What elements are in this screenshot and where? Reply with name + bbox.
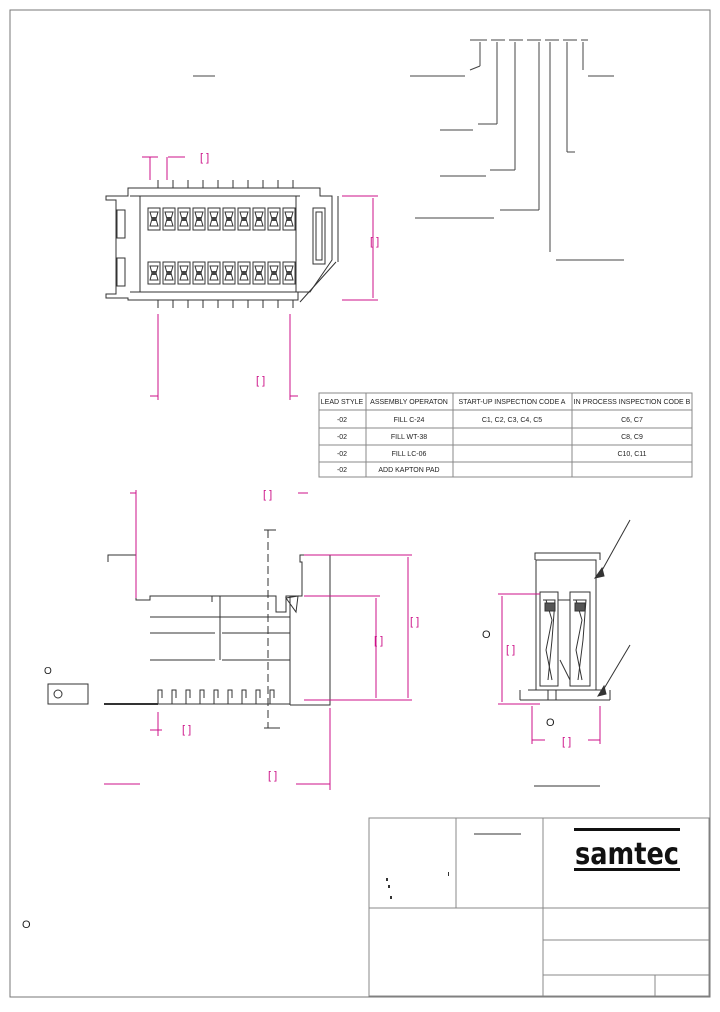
table-cell: FILL WT-38 [391, 434, 427, 441]
contact-cavity [267, 207, 281, 231]
contact-tip [287, 271, 291, 275]
top-width-dimension: [ ] [263, 489, 272, 501]
title-block-notes [386, 872, 449, 899]
right-circle-marker: O [482, 629, 491, 641]
contact-tip [272, 217, 276, 221]
pitch-dimension: [ ] [200, 152, 209, 164]
contact-tip [242, 217, 246, 221]
contact-cavity [207, 207, 221, 231]
bottom-pitch-dimension: [ ] [182, 724, 191, 736]
contact-cavity [162, 207, 176, 231]
contact-row-bottom [147, 261, 296, 285]
table-cell: -02 [337, 467, 347, 474]
part-number-callout [193, 39, 624, 261]
contact-tip [182, 217, 186, 221]
contact-cavity [192, 261, 206, 285]
table-cell: ADD KAPTON PAD [378, 467, 439, 474]
contact-tip [257, 217, 261, 221]
contact-cavity [222, 207, 236, 231]
side-height-dimension: [ ] [410, 616, 419, 628]
sheet-border [9, 9, 711, 998]
table-cell: -02 [337, 434, 347, 441]
contact-tip [212, 271, 216, 275]
contact-tip [197, 217, 201, 221]
table-cell: C10, C11 [617, 451, 646, 458]
width-dimension: [ ] [256, 375, 265, 387]
side-view-pins [157, 689, 275, 704]
inspection-table-text: LEAD STYLE ASSEMBLY OPERATON START-UP IN… [321, 399, 691, 474]
contact-tip [287, 217, 291, 221]
contact-cavity [162, 261, 176, 285]
bottom-circle-marker: O [546, 717, 555, 729]
side-view-dimensions [104, 490, 412, 790]
table-cell: C1, C2, C3, C4, C5 [482, 417, 542, 424]
end-section-view [519, 552, 611, 701]
top-view-dimensions [142, 156, 378, 400]
contact-row-top [147, 207, 296, 231]
contact-cavity [192, 207, 206, 231]
contact-cavity [267, 261, 281, 285]
page-circle-marker: O [22, 919, 31, 931]
table-cell: FILL C-24 [394, 417, 425, 424]
contact-tip [242, 271, 246, 275]
end-view-dimensions [498, 593, 601, 744]
contact-cavity [282, 207, 296, 231]
table-cell: FILL LC-06 [392, 451, 427, 458]
contact-tip [152, 271, 156, 275]
table-cell: -02 [337, 451, 347, 458]
contact-tip [197, 271, 201, 275]
table-header-assembly: ASSEMBLY OPERATON [370, 399, 448, 406]
contact-tip [152, 217, 156, 221]
table-header-in-process: IN PROCESS INSPECTION CODE B [574, 399, 691, 406]
right-width-dimension: [ ] [562, 736, 571, 748]
side-view [47, 529, 331, 729]
samtec-logo-text: samtec [575, 837, 679, 872]
contact-cavity [177, 207, 191, 231]
title-block [368, 817, 710, 997]
samtec-logo: samtec [574, 828, 680, 872]
contact-tip [227, 217, 231, 221]
contact-cavity [252, 207, 266, 231]
overall-length-dimension: [ ] [268, 770, 277, 782]
contact-cavity [252, 261, 266, 285]
contact-cavity [207, 261, 221, 285]
top-pin-tails [157, 180, 294, 188]
height-dimension: [ ] [370, 236, 379, 248]
contact-cavity [147, 261, 161, 285]
table-cell: C6, C7 [621, 417, 643, 424]
table-cell: -02 [337, 417, 347, 424]
right-height-dimension: [ ] [506, 644, 515, 656]
contact-tip [227, 271, 231, 275]
inner-height-dimension: [ ] [374, 635, 383, 647]
contact-cavity [177, 261, 191, 285]
left-circle-marker: O [44, 666, 52, 677]
contact-cavity [237, 261, 251, 285]
top-view [105, 180, 339, 308]
contact-cavity [282, 261, 296, 285]
contact-cavity [147, 207, 161, 231]
contact-tip [167, 217, 171, 221]
inspection-table-grid [318, 392, 693, 478]
table-header-startup: START-UP INSPECTION CODE A [459, 399, 566, 406]
contact-tip [167, 271, 171, 275]
bottom-pin-tails [157, 300, 294, 308]
contact-tip [257, 271, 261, 275]
table-cell: C8, C9 [621, 434, 643, 441]
contact-cavity [222, 261, 236, 285]
contact-tip [182, 271, 186, 275]
contact-tip [212, 217, 216, 221]
table-header-lead-style: LEAD STYLE [321, 399, 364, 406]
contact-cavity [237, 207, 251, 231]
contact-tip [272, 271, 276, 275]
end-view-leaders [593, 519, 631, 697]
